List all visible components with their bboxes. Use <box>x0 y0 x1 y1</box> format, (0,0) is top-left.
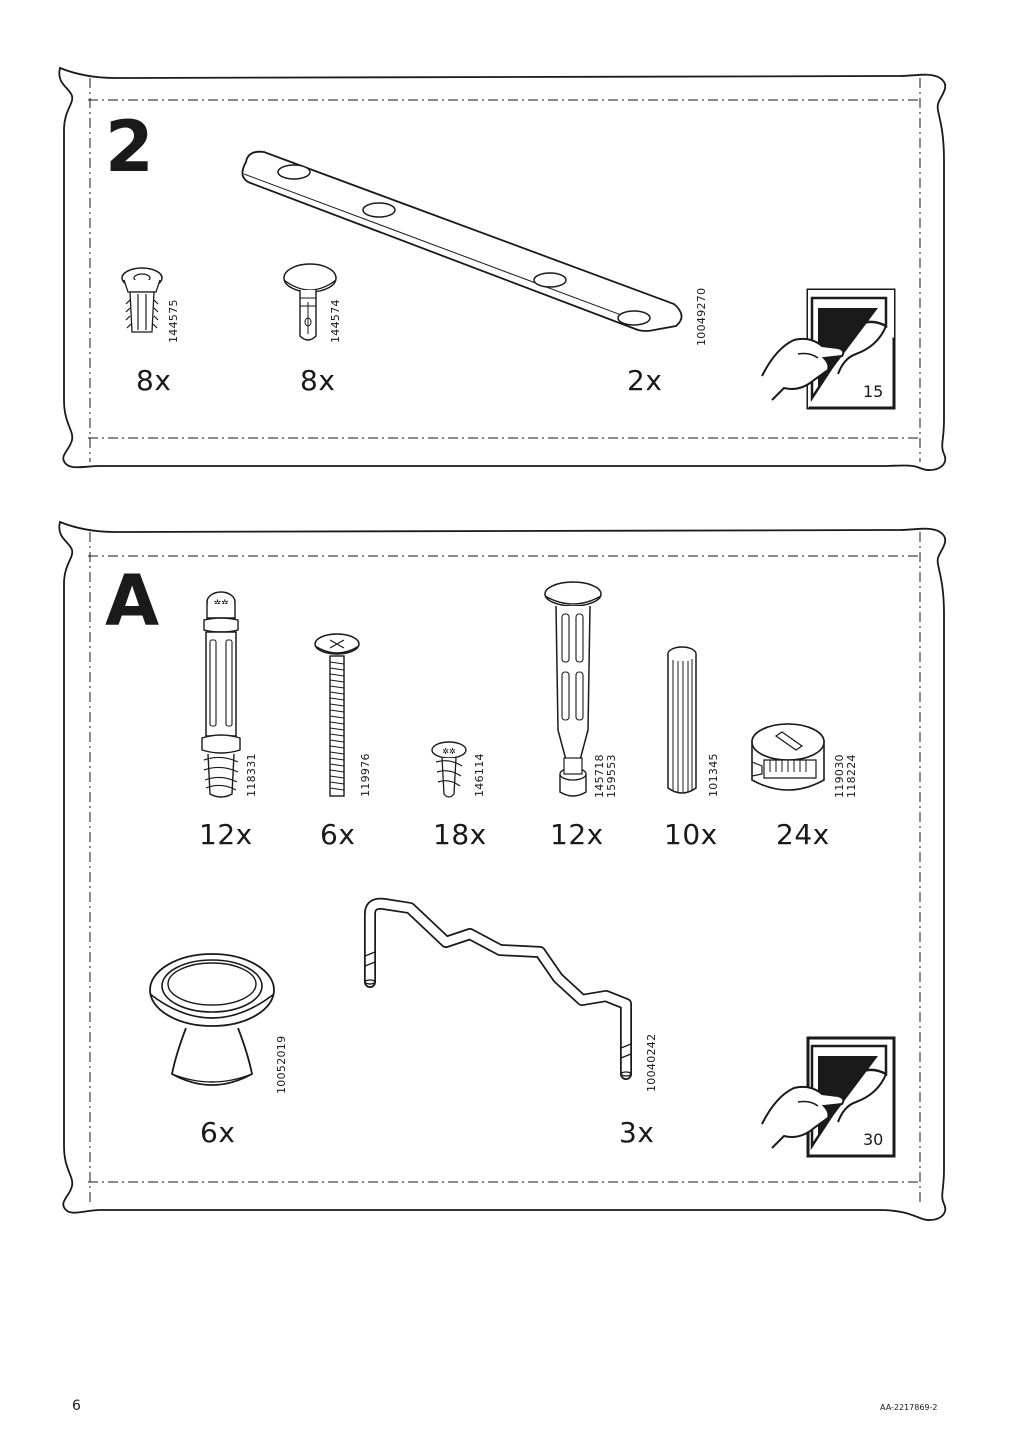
article-number: 146114 <box>473 753 486 797</box>
quantity-label: 6x <box>200 1116 236 1149</box>
page-number: 6 <box>72 1398 81 1414</box>
quantity-label: 12x <box>550 818 604 851</box>
article-number: 10040242 <box>645 1033 658 1092</box>
turn-page-number: 30 <box>863 1130 884 1149</box>
cam-dowel-icon <box>121 267 163 333</box>
shelf-support-icon <box>544 581 602 797</box>
cam-lock-icon <box>751 723 825 791</box>
quantity-label: 8x <box>136 364 172 397</box>
turn-page-number: 15 <box>863 382 884 401</box>
quantity-label: 24x <box>776 818 830 851</box>
quantity-label: 3x <box>619 1116 655 1149</box>
wire-bracket-icon <box>364 897 632 1080</box>
turn-page-icon[interactable] <box>758 1036 898 1160</box>
quantity-label: 10x <box>664 818 718 851</box>
article-numbers: 119030 118224 <box>833 754 858 798</box>
article-number: 10052019 <box>275 1035 288 1094</box>
article-number: 119976 <box>359 753 372 797</box>
quantity-label: 18x <box>433 818 487 851</box>
article-number: 118331 <box>245 753 258 797</box>
short-screw-icon: ✲✲ <box>431 741 467 798</box>
step-number: 2 <box>105 106 154 188</box>
quantity-label: 6x <box>320 818 356 851</box>
knob-icon <box>149 953 275 1086</box>
article-number: 101345 <box>707 753 720 797</box>
quantity-label: 2x <box>627 364 663 397</box>
connector-plate-icon <box>241 150 683 332</box>
article-numbers: 145718 159553 <box>593 754 618 798</box>
screw-icon <box>314 633 360 797</box>
quantity-label: 12x <box>199 818 253 851</box>
quantity-label: 8x <box>300 364 336 397</box>
pin-icon <box>283 263 337 341</box>
article-number: 118224 <box>845 754 858 798</box>
step-letter: A <box>105 560 160 642</box>
article-number: 159553 <box>605 754 618 798</box>
cam-bolt-icon: ✲✲ <box>201 591 241 798</box>
wooden-dowel-icon <box>667 646 697 794</box>
svg-text:✲✲: ✲✲ <box>442 747 456 756</box>
document-code: AA-2217869-2 <box>880 1403 938 1412</box>
turn-page-icon[interactable] <box>758 288 898 412</box>
